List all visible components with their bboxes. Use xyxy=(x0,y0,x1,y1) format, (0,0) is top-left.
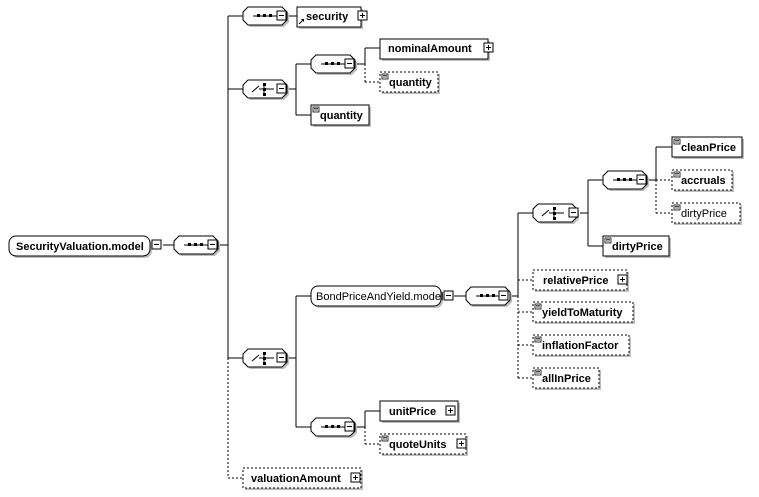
collapse-toggle-sequence-nominal[interactable] xyxy=(344,58,355,69)
collapse-toggle-root[interactable] xyxy=(151,239,162,250)
element-accruals[interactable]: accruals xyxy=(671,169,734,192)
element-label: quoteUnits xyxy=(389,439,446,451)
collapse-toggle-sequence-bond[interactable] xyxy=(498,290,509,301)
element-label: inflationFactor xyxy=(542,340,619,352)
collapse-toggle-sequence-unit-price[interactable] xyxy=(344,421,355,432)
document-icon xyxy=(534,369,542,376)
element-label: accruals xyxy=(681,175,726,187)
element-quantity[interactable]: quantity xyxy=(310,104,371,127)
element-all-in-price[interactable]: allInPrice xyxy=(532,367,601,390)
collapse-toggle-sequence-security[interactable] xyxy=(276,10,287,21)
document-icon xyxy=(673,204,681,211)
element-label: valuationAmount xyxy=(251,473,341,485)
group-bond-price-and-yield-model[interactable]: BondPriceAndYield.model xyxy=(310,285,443,308)
element-quote-units[interactable]: quoteUnits xyxy=(379,433,468,456)
collapse-toggle-choice-pricing[interactable] xyxy=(276,352,287,363)
document-icon xyxy=(673,138,681,145)
element-label: quantity xyxy=(320,110,364,122)
element-clean-price[interactable]: cleanPrice xyxy=(671,136,744,159)
element-nominal-amount[interactable]: nominalAmount xyxy=(379,38,494,61)
expand-toggle[interactable] xyxy=(445,405,456,416)
root-element-label: SecurityValuation.model xyxy=(16,241,144,253)
element-dirty-price[interactable]: dirtyPrice xyxy=(602,235,671,258)
element-yield-to-maturity[interactable]: yieldToMaturity xyxy=(532,301,635,324)
group-label: BondPriceAndYield.model xyxy=(316,291,443,303)
root-element-security-valuation-model[interactable]: SecurityValuation.model xyxy=(8,235,152,258)
element-label: dirtyPrice xyxy=(681,208,727,220)
element-unit-price[interactable]: unitPrice xyxy=(379,400,460,423)
element-security[interactable]: security xyxy=(296,6,368,29)
expand-toggle[interactable] xyxy=(456,438,467,449)
element-label: security xyxy=(306,11,349,23)
document-icon xyxy=(534,303,542,310)
element-inflation-factor[interactable]: inflationFactor xyxy=(532,334,631,357)
element-label: unitPrice xyxy=(389,406,436,418)
connectors xyxy=(163,15,672,479)
element-dirty-price-optional[interactable]: dirtyPrice xyxy=(671,202,742,225)
expand-toggle[interactable] xyxy=(617,274,628,285)
document-icon xyxy=(312,106,320,113)
element-relative-price[interactable]: relativePrice xyxy=(532,269,629,292)
document-icon xyxy=(534,336,542,343)
expand-toggle[interactable] xyxy=(483,42,494,53)
document-icon xyxy=(673,171,681,178)
element-valuation-amount[interactable]: valuationAmount xyxy=(242,467,363,490)
collapse-toggle-choice-price[interactable] xyxy=(568,207,579,218)
element-quantity-optional[interactable]: quantity xyxy=(379,71,440,94)
collapse-toggle-choice-amount[interactable] xyxy=(276,83,287,94)
expand-toggle[interactable] xyxy=(357,10,368,21)
element-label: cleanPrice xyxy=(681,142,736,154)
element-label: dirtyPrice xyxy=(612,241,663,253)
collapse-toggle-main-sequence[interactable] xyxy=(207,239,218,250)
document-icon xyxy=(381,435,389,442)
document-icon xyxy=(604,237,612,244)
document-icon xyxy=(381,73,389,80)
collapse-toggle-bond-group[interactable] xyxy=(443,290,454,301)
collapse-toggle-sequence-clean-price[interactable] xyxy=(636,174,647,185)
reference-arrow-icon xyxy=(298,19,304,25)
expand-toggle[interactable] xyxy=(350,472,361,483)
element-label: nominalAmount xyxy=(388,43,472,55)
element-label: yieldToMaturity xyxy=(542,307,623,319)
element-label: allInPrice xyxy=(542,373,591,385)
element-label: quantity xyxy=(389,77,433,89)
element-label: relativePrice xyxy=(543,275,608,287)
